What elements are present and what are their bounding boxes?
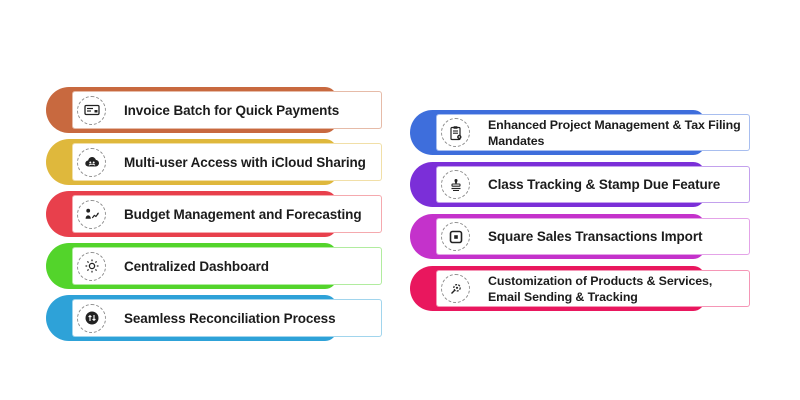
reconciliation-icon [77, 303, 106, 333]
pill-card: Class Tracking & Stamp Due Feature [436, 166, 750, 203]
feature-pill-customization: Customization of Products & Services, Em… [410, 266, 750, 311]
left-feature-column: Invoice Batch for Quick Payments Multi-u… [46, 87, 382, 341]
project-tax-icon [441, 118, 470, 147]
pill-label: Multi-user Access with iCloud Sharing [124, 154, 366, 170]
feature-pill-class-tracking: Class Tracking & Stamp Due Feature [410, 162, 750, 207]
feature-pill-dashboard: Centralized Dashboard [46, 243, 382, 289]
feature-pill-project-tax: Enhanced Project Management & Tax Filing… [410, 110, 750, 155]
pill-label: Customization of Products & Services, Em… [488, 273, 713, 304]
pill-label: Budget Management and Forecasting [124, 206, 362, 222]
pill-label: Square Sales Transactions Import [488, 229, 703, 244]
dashboard-icon [77, 251, 106, 281]
feature-pill-reconciliation: Seamless Reconciliation Process [46, 295, 382, 341]
pill-card: Customization of Products & Services, Em… [436, 270, 750, 307]
pill-label: Invoice Batch for Quick Payments [124, 102, 340, 118]
stamp-icon [441, 170, 470, 199]
feature-pill-budget: Budget Management and Forecasting [46, 191, 382, 237]
pill-label: Seamless Reconciliation Process [124, 310, 336, 326]
pill-label: Centralized Dashboard [124, 258, 269, 274]
pill-card: Enhanced Project Management & Tax Filing… [436, 114, 750, 151]
pill-card: Invoice Batch for Quick Payments [72, 91, 382, 129]
pill-card: Budget Management and Forecasting [72, 195, 382, 233]
customization-icon [441, 274, 470, 303]
feature-pill-square-import: Square Sales Transactions Import [410, 214, 750, 259]
cloud-users-icon [77, 147, 106, 177]
budget-forecast-icon [77, 199, 106, 229]
feature-pill-multi-user: Multi-user Access with iCloud Sharing [46, 139, 382, 185]
invoice-icon [77, 95, 106, 125]
pill-card: Seamless Reconciliation Process [72, 299, 382, 337]
pill-card: Square Sales Transactions Import [436, 218, 750, 255]
feature-pill-invoice-batch: Invoice Batch for Quick Payments [46, 87, 382, 133]
pill-label: Class Tracking & Stamp Due Feature [488, 177, 721, 192]
pill-card: Multi-user Access with iCloud Sharing [72, 143, 382, 181]
pill-card: Centralized Dashboard [72, 247, 382, 285]
right-feature-column: Enhanced Project Management & Tax Filing… [410, 110, 750, 311]
square-import-icon [441, 222, 470, 251]
pill-label: Enhanced Project Management & Tax Filing… [488, 117, 741, 148]
